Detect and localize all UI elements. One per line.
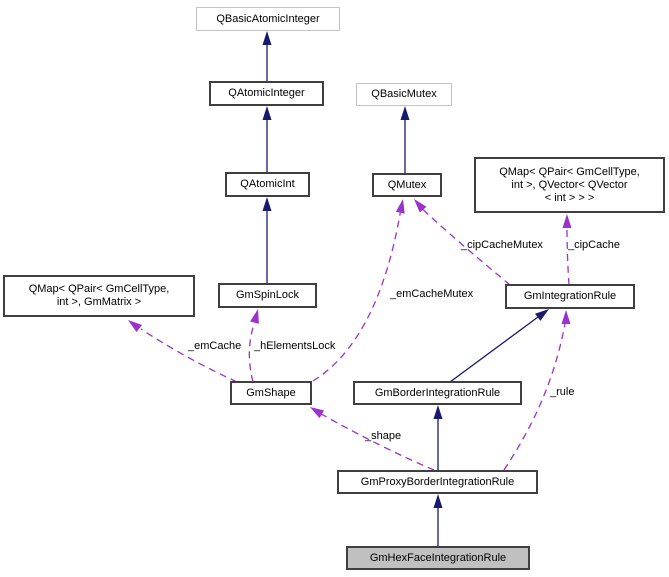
inheritance-edge-gmproxyborderintegrationrule-to-gmborderintegrationrule [433,405,443,470]
edge-label-helementslock: _hElementsLock [254,340,336,352]
edge-label-shape: _shape [365,430,402,442]
node-qatomicinteger[interactable]: QAtomicInteger [209,81,324,106]
node-label: QBasicAtomicInteger [216,12,320,25]
node-gmproxyborderintegrationrule[interactable]: GmProxyBorderIntegrationRule [337,470,538,494]
node-label: GmIntegrationRule [523,290,617,302]
usage-edge-cipcachemutex [414,199,511,286]
node-label: QMutex [387,178,427,191]
node-label: QAtomicInteger [228,87,305,99]
node-gmintegrationrule[interactable]: GmIntegrationRule [505,284,635,309]
inheritance-edge-qmutex-to-qbasicmutex [400,106,410,173]
node-qbasicmutex: QBasicMutex [356,83,452,106]
usage-edge-shape [310,407,435,471]
node-qmutex[interactable]: QMutex [372,173,442,197]
usage-edge-rule [503,310,571,471]
node-qbasicatomicinteger: QBasicAtomicInteger [196,7,340,31]
node-label-line: QMap< QPair< GmCellType, [28,283,170,295]
node-label: GmShape [246,386,296,399]
inheritance-edge-qatomicint-to-qatomicinteger [262,106,272,172]
usage-edge-helementslock [248,309,259,383]
inheritance-edge-gmhexfaceintegrationrule-to-gmproxyborderintegrationrule [433,494,443,546]
edge-label-emcachemutex: _emCacheMutex [390,288,474,300]
edge-label-cipcachemutex: _cipCacheMutex [461,239,543,251]
node-label: QBasicMutex [371,88,437,100]
usage-edge-cipcache [562,214,572,286]
inheritance-edge-gmspinlock-to-qatomicint [262,197,272,283]
node-label: QAtomicInt [240,178,295,190]
inheritance-edge-gmborderintegrationrule-to-gmintegrationrule [449,309,549,383]
edge-label-emcache: _emCache [188,340,242,352]
node-label: GmProxyBorderIntegrationRule [360,475,515,488]
node-label-line: int >, QVector< QVector [511,178,628,191]
node-label: GmSpinLock [236,289,299,301]
node-qmap-qvector[interactable]: QMap< QPair< GmCellType, int >, QVector<… [474,157,665,213]
node-qatomicint[interactable]: QAtomicInt [225,172,310,197]
node-gmhexfaceintegrationrule: GmHexFaceIntegrationRule [346,546,530,570]
node-label-line: QMap< QPair< GmCellType, [499,165,640,178]
node-qmap-gmmatrix[interactable]: QMap< QPair< GmCellType, int >, GmMatrix… [3,275,195,317]
usage-edge-emcache [128,320,238,383]
node-label-line: int >, GmMatrix > [56,296,142,308]
node-gmshape[interactable]: GmShape [230,381,312,405]
edge-label-cipcache: _cipCache [568,239,620,251]
edge-label-rule: _rule [550,386,575,398]
node-gmspinlock[interactable]: GmSpinLock [218,283,317,308]
node-gmborderintegrationrule[interactable]: GmBorderIntegrationRule [353,381,522,405]
inheritance-edge-qatomicinteger-to-qbasicatomicinteger [262,31,272,81]
node-label: GmHexFaceIntegrationRule [369,551,507,564]
usage-edge-emcachemutex [312,199,405,382]
node-label-line: < int > > > [544,191,595,204]
node-label: GmBorderIntegrationRule [374,386,501,399]
